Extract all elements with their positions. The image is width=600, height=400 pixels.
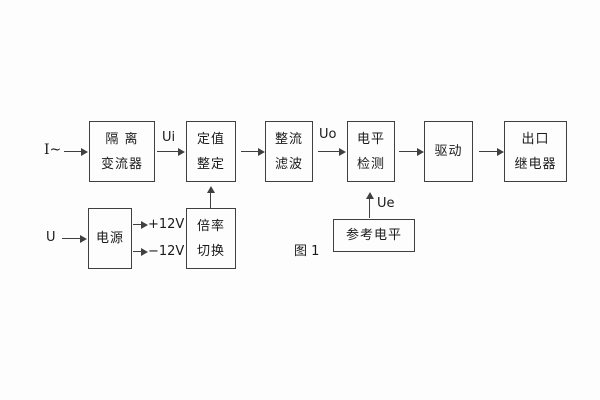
box-setting-adjustment-line1: 定值 (196, 131, 225, 147)
box-rectifier-filter-line1: 整流 (274, 131, 303, 147)
arrow-setting-to-rectifier (241, 147, 265, 156)
arrow-level-detection-to-driver (399, 147, 424, 156)
box-setting-adjustment-line2: 整定 (196, 156, 225, 172)
box-reference-level-line1: 参考电平 (345, 228, 402, 243)
label-rail-pos-12v: +12V (148, 217, 185, 232)
box-level-detection-line2: 检测 (356, 156, 385, 172)
box-isolation-transformer-line1: 隔 离 (105, 131, 139, 147)
label-uo: Uo (319, 127, 337, 142)
box-setting-adjustment: 定值 整定 (186, 121, 236, 182)
box-isolation-transformer-line2: 变流器 (100, 156, 143, 172)
box-ratio-switching: 倍率 切换 (186, 208, 236, 269)
arrow-input-voltage-to-power-supply (62, 234, 87, 243)
arrow-driver-to-output-relay (479, 147, 504, 156)
label-input-current: I~ (44, 142, 62, 158)
arrow-power-supply-to-pos-rail (133, 220, 148, 229)
box-rectifier-filter-line2: 滤波 (274, 156, 303, 172)
box-output-relay: 出口 继电器 (504, 121, 567, 182)
arrow-power-supply-to-neg-rail (133, 247, 148, 256)
arrow-ratio-switching-to-setting (206, 186, 215, 208)
label-ui: Ui (162, 130, 176, 145)
label-ue: Ue (377, 196, 395, 211)
box-output-relay-line1: 出口 (521, 131, 550, 147)
box-ratio-switching-line1: 倍率 (196, 218, 225, 234)
box-reference-level: 参考电平 (333, 219, 415, 252)
arrow-isolation-transformer-to-setting (157, 147, 185, 156)
arrow-rectifier-to-level-detection (318, 147, 346, 156)
label-input-voltage: U (46, 230, 56, 245)
box-power-supply-line1: 电源 (95, 231, 124, 246)
box-rectifier-filter: 整流 滤波 (265, 121, 313, 182)
arrow-input-current-to-isolation-transformer (64, 147, 88, 156)
box-isolation-transformer: 隔 离 变流器 (89, 121, 155, 182)
arrow-reference-level-to-level-detection (365, 192, 374, 218)
figure-caption: 图 1 (294, 244, 320, 259)
box-level-detection: 电平 检测 (347, 121, 395, 182)
box-driver-line1: 驱动 (434, 144, 463, 159)
box-output-relay-line2: 继电器 (514, 156, 557, 172)
box-level-detection-line1: 电平 (356, 131, 385, 147)
box-power-supply: 电源 (88, 208, 132, 269)
label-rail-neg-12v: −12V (148, 244, 185, 259)
box-driver: 驱动 (424, 121, 473, 182)
box-ratio-switching-line2: 切换 (196, 243, 225, 259)
